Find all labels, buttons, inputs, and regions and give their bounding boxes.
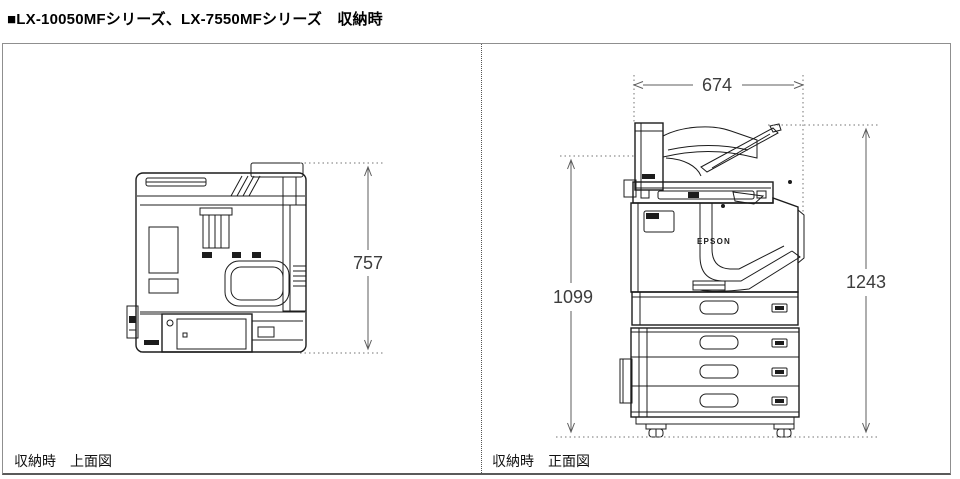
dim-label-674: 674 <box>702 75 732 95</box>
caption-top-view: 収納時 上面図 <box>14 453 112 469</box>
panel-divider <box>481 44 482 473</box>
top-view-drawing <box>126 162 307 353</box>
dim-front-view-width: 674 <box>632 75 805 213</box>
brand-logo: EPSON <box>697 237 731 246</box>
dim-top-view-height: 757 <box>300 162 383 354</box>
page-title: ■LX-10050MFシリーズ、LX-7550MFシリーズ 収納時 <box>7 11 383 28</box>
dim-label-1099: 1099 <box>553 287 593 307</box>
dim-label-1243: 1243 <box>846 272 886 292</box>
dim-label-757: 757 <box>353 253 383 273</box>
dim-front-view-body-height: 1099 <box>553 155 634 434</box>
diagram-frame <box>2 43 951 475</box>
caption-front-view: 収納時 正面図 <box>492 453 590 469</box>
dim-front-view-total-height: 1243 <box>768 124 886 434</box>
front-view-drawing: EPSON <box>619 122 805 438</box>
